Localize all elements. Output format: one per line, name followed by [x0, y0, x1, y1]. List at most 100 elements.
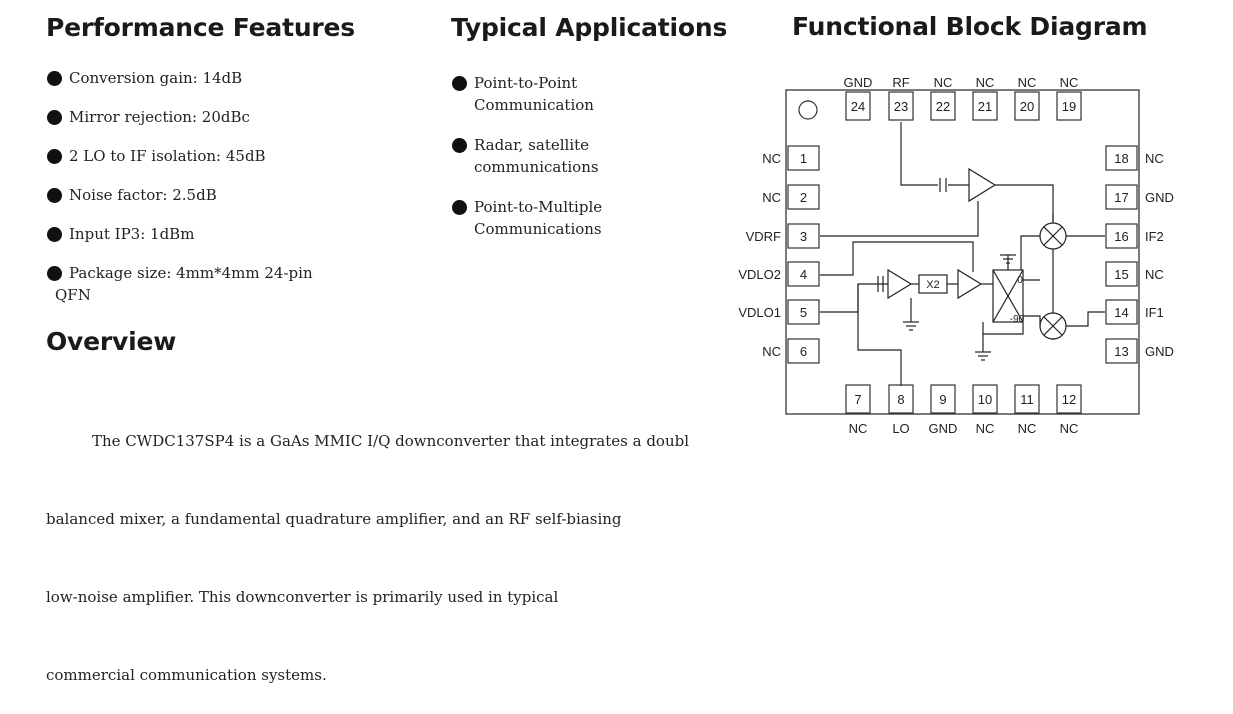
performance-features-list: Conversion gain: 14dB Mirror rejection: …	[47, 67, 387, 306]
bullet-icon	[452, 138, 467, 153]
hybrid-bottom-label: -90	[1010, 314, 1025, 325]
pin-number: 5	[800, 305, 807, 320]
pin-number: 3	[800, 229, 807, 244]
typical-applications-heading: Typical Applications	[451, 13, 728, 42]
bullet-icon	[47, 149, 62, 164]
pin-name: NC	[976, 421, 995, 436]
pin-name: NC	[849, 421, 868, 436]
bullet-icon	[47, 227, 62, 242]
circuit-wiring	[820, 122, 1105, 386]
pin-number: 19	[1062, 99, 1076, 114]
application-text: Point-to-Multiple	[474, 198, 603, 216]
feature-text: Mirror rejection: 20dBc	[69, 108, 250, 126]
pin-name: NC	[1060, 421, 1079, 436]
functional-block-diagram: 24GND23RF22NC21NC20NC19NC7NC8LO9GND10NC1…	[738, 75, 1174, 436]
pin1-marker	[798, 100, 818, 120]
pin-4: 4 VDLO2	[738, 261, 820, 287]
bullet-icon	[452, 200, 467, 215]
pin-name: NC	[1060, 75, 1079, 90]
pin-name: NC	[1145, 151, 1164, 166]
pin-number: 20	[1020, 99, 1034, 114]
lo-amplifier-1	[887, 268, 913, 300]
pin-name: GND	[1145, 344, 1174, 359]
pin-number: 22	[936, 99, 950, 114]
feature-text: Input IP3: 1dBm	[69, 225, 195, 243]
pin-name: NC	[1018, 75, 1037, 90]
overview-line: The CWDC137SP4 is a GaAs MMIC I/Q downco…	[92, 432, 690, 450]
pin-14: 14 IF1	[1105, 299, 1164, 325]
pin-19: 19 NC	[1056, 75, 1082, 121]
pin-number: 2	[800, 190, 807, 205]
pin-number: 13	[1114, 344, 1128, 359]
pin-number: 8	[897, 392, 904, 407]
pin-6: 6 NC	[762, 338, 820, 364]
pin-name: NC	[1018, 421, 1037, 436]
pin-number: 9	[939, 392, 946, 407]
list-item: Input IP3: 1dBm	[47, 223, 387, 262]
pin-name: GND	[929, 421, 958, 436]
pin-number: 14	[1114, 305, 1128, 320]
application-text-continued: Communications	[474, 220, 602, 238]
pin-number: 24	[851, 99, 865, 114]
pin-8: 8LO	[888, 384, 914, 436]
pin-1: 1NC	[762, 145, 820, 171]
pin-name: NC	[762, 344, 781, 359]
pin-7: 7NC	[845, 384, 871, 436]
application-text: Point-to-Point	[474, 74, 578, 92]
pin-name: VDLO1	[738, 305, 781, 320]
pin-name: NC	[934, 75, 953, 90]
bullet-icon	[47, 71, 62, 86]
pin-2: 2 NC	[762, 184, 820, 210]
pin-number: 4	[800, 267, 807, 282]
pin-number: 6	[800, 344, 807, 359]
mixer-upper	[1039, 222, 1067, 250]
pin-name: IF1	[1145, 305, 1164, 320]
pin-number: 16	[1114, 229, 1128, 244]
pin-name: VDLO2	[738, 267, 781, 282]
pin-13: 13 GND	[1105, 338, 1174, 364]
package-outline	[785, 89, 1140, 415]
overview-line: low-noise amplifier. This downconverter …	[46, 588, 559, 606]
pin-number: 10	[978, 392, 992, 407]
pin-name: RF	[892, 75, 909, 90]
functional-block-diagram-heading: Functional Block Diagram	[792, 12, 1148, 41]
pin-name: GND	[1145, 190, 1174, 205]
overview-heading: Overview	[46, 327, 177, 356]
bullet-icon	[47, 110, 62, 125]
list-item: Conversion gain: 14dB	[47, 67, 387, 106]
pin-22: 22 NC	[930, 75, 956, 121]
multiplier-label: X2	[926, 279, 939, 291]
list-item: 2 LO to IF isolation: 45dB	[47, 145, 387, 184]
pin-15: 15 NC	[1105, 261, 1164, 287]
performance-features-heading: Performance Features	[46, 13, 355, 42]
hybrid-top-label: 0	[1017, 275, 1023, 286]
pin-name: NC	[762, 151, 781, 166]
pin-number: 7	[854, 392, 861, 407]
pin-name: LO	[892, 421, 909, 436]
pin-number: 11	[1020, 392, 1034, 407]
feature-text: Conversion gain: 14dB	[69, 69, 243, 87]
pin-18: 18 NC	[1105, 145, 1164, 171]
feature-text: Noise factor: 2.5dB	[69, 186, 217, 204]
mixer-lower	[1039, 312, 1067, 340]
pin-number: 18	[1114, 151, 1128, 166]
pin-number: 15	[1114, 267, 1128, 282]
pin-name: NC	[762, 190, 781, 205]
feature-text-continued: QFN	[55, 286, 91, 304]
pin-name: NC	[1145, 267, 1164, 282]
pin-number: 12	[1062, 392, 1076, 407]
bullet-icon	[452, 76, 467, 91]
lo-amplifier-2	[957, 268, 983, 300]
feature-text: Package size: 4mm*4mm 24-pin	[69, 264, 313, 282]
feature-text: 2 LO to IF isolation: 45dB	[69, 147, 266, 165]
